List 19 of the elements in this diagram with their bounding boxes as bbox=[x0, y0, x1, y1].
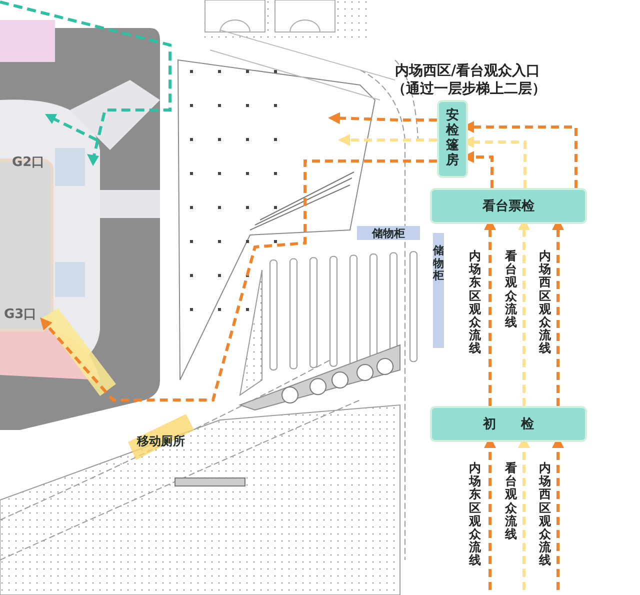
toilet-area: 移动厕所 bbox=[126, 412, 196, 462]
gate-label: G2口 bbox=[12, 154, 45, 171]
checkpoint-box: 看台票检 bbox=[430, 188, 587, 224]
dashed-arrow bbox=[338, 134, 437, 146]
dashed-arrow bbox=[40, 160, 437, 402]
locker-bar: 储物柜 bbox=[357, 226, 420, 240]
checkpoint-box: 安检篷房 bbox=[437, 100, 468, 178]
edge-label: 看台观众流线 bbox=[505, 250, 517, 330]
edge-label: 内场东区观众流线 bbox=[469, 462, 481, 568]
checkpoint-box: 初 检 bbox=[430, 406, 587, 442]
edge-label: 内场东区观众流线 bbox=[469, 250, 481, 356]
edge-label: 看台观众流线 bbox=[505, 462, 517, 542]
edge-label: 内场西区观众流线 bbox=[539, 250, 551, 356]
edge-label: 内场西区观众流线 bbox=[539, 462, 551, 568]
entrance-heading: 内场西区/看台观众入口 bbox=[395, 62, 540, 80]
locker-bar: 储物柜 bbox=[433, 233, 444, 348]
dashed-arrow bbox=[328, 112, 437, 124]
gate-label: G3口 bbox=[4, 306, 44, 322]
entrance-note: （通过一层步梯上二层） bbox=[392, 80, 546, 98]
